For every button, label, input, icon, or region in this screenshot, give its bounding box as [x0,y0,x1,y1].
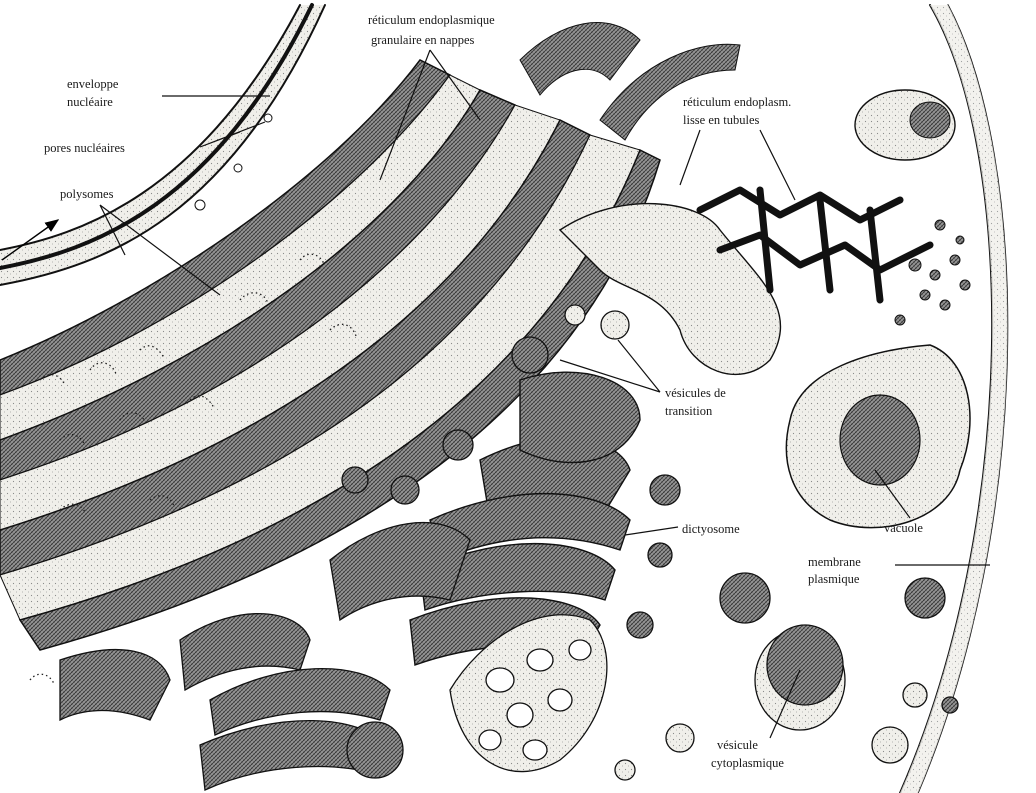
cytoplasmic-vesicles [615,573,958,780]
label-membrane-line1: membrane [808,555,861,569]
label-vacuole: vacuole [884,521,923,535]
apical-vesicle [855,90,955,160]
label-rer-nappes-line1: réticulum endoplasmique [368,13,495,27]
label-vesicule-cyto-line2: cytoplasmique [711,756,784,770]
label-membrane-line2: plasmique [808,572,860,586]
label-vesicules-line2: transition [665,404,713,418]
label-dictyosome: dictyosome [682,522,740,536]
label-vesicule-cyto-line1: vésicule [717,738,758,752]
label-enveloppe-line1: enveloppe [67,77,119,91]
label-pores: pores nucléaires [44,141,125,155]
vacuole [786,345,970,528]
label-rel-line1: réticulum endoplasm. [683,95,791,109]
label-rer-nappes-line2: granulaire en nappes [371,33,475,47]
label-polysomes: polysomes [60,187,114,201]
small-vesicles-cluster [895,220,970,325]
label-vesicules-line1: vésicules de [665,386,726,400]
label-rel-line2: lisse en tubules [683,113,760,127]
label-enveloppe-line2: nucléaire [67,95,113,109]
